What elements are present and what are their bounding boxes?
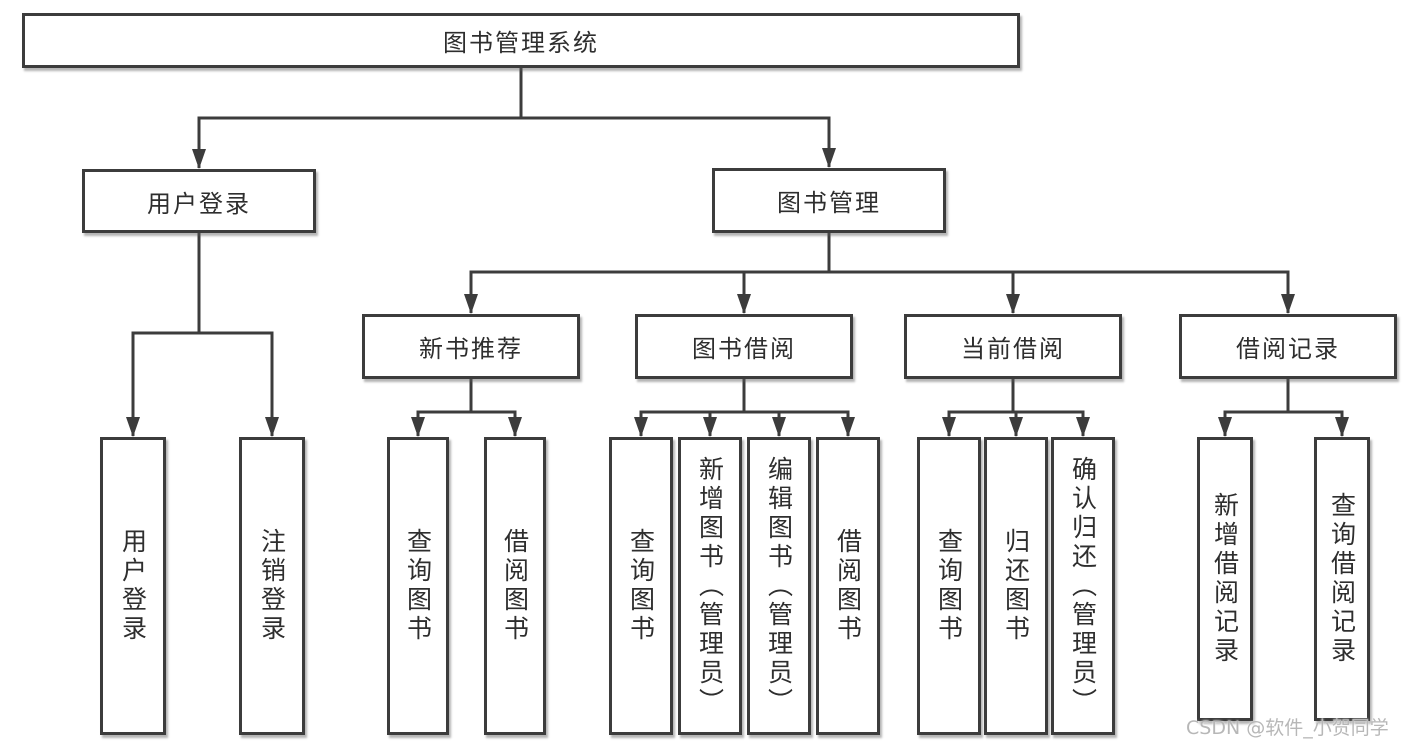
node-book-management-label: 图书管理	[777, 189, 881, 217]
leaf-nbr-query-books-label: 查询图书	[403, 528, 433, 644]
node-new-book-recommend-label: 新书推荐	[419, 335, 523, 363]
node-user-login: 用户登录	[82, 169, 316, 233]
connector-newbook-to-leaves	[411, 378, 522, 437]
connector-borrowing-to-leaves	[634, 378, 855, 437]
leaf-cb-query-books: 查询图书	[917, 437, 981, 735]
leaf-cb-confirm-return-admin: 确认归还（管理员）	[1051, 437, 1115, 735]
node-book-management: 图书管理	[712, 168, 946, 233]
leaf-br-query-record: 查询借阅记录	[1314, 437, 1370, 721]
node-user-login-label: 用户登录	[147, 189, 251, 218]
leaf-bb-query-books: 查询图书	[609, 437, 673, 735]
leaf-bb-borrow-books-label: 借阅图书	[833, 528, 863, 644]
node-current-borrowing: 当前借阅	[904, 314, 1122, 379]
leaf-bb-add-books-admin: 新增图书（管理员）	[678, 437, 742, 735]
node-current-borrowing-label: 当前借阅	[961, 335, 1065, 363]
leaf-user-login: 用户登录	[100, 437, 166, 735]
leaf-bb-borrow-books: 借阅图书	[816, 437, 880, 735]
node-borrow-records: 借阅记录	[1179, 314, 1397, 379]
node-book-borrowing: 图书借阅	[635, 314, 853, 379]
node-book-borrowing-label: 图书借阅	[692, 335, 796, 363]
connector-records-to-leaves	[1218, 378, 1349, 437]
leaf-bb-add-books-admin-label: 新增图书（管理员）	[695, 455, 725, 717]
leaf-br-add-record: 新增借阅记录	[1197, 437, 1253, 721]
leaf-cb-confirm-return-admin-label: 确认归还（管理员）	[1068, 455, 1098, 717]
node-root-label: 图书管理系统	[443, 29, 599, 57]
leaf-logout-label: 注销登录	[257, 528, 287, 644]
leaf-bb-query-books-label: 查询图书	[626, 528, 656, 644]
leaf-cb-return-books-label: 归还图书	[1001, 528, 1031, 644]
node-borrow-records-label: 借阅记录	[1236, 335, 1340, 363]
connector-userlogin-to-leaves	[126, 232, 279, 437]
csdn-watermark: CSDN @软件_小贺同学	[1186, 717, 1389, 739]
connector-bookmgmt-to-level3	[464, 232, 1295, 314]
leaf-nbr-borrow-books-label: 借阅图书	[500, 528, 530, 644]
node-root: 图书管理系统	[22, 13, 1020, 68]
leaf-nbr-query-books: 查询图书	[387, 437, 449, 735]
node-new-book-recommend: 新书推荐	[362, 314, 580, 379]
leaf-cb-return-books: 归还图书	[984, 437, 1048, 735]
leaf-user-login-label: 用户登录	[118, 528, 148, 644]
leaf-br-add-record-label: 新增借阅记录	[1210, 492, 1240, 666]
leaf-cb-query-books-label: 查询图书	[934, 528, 964, 644]
leaf-nbr-borrow-books: 借阅图书	[484, 437, 546, 735]
connector-current-to-leaves	[942, 378, 1090, 437]
leaf-logout: 注销登录	[239, 437, 305, 735]
connector-root-to-level2	[192, 67, 836, 169]
leaf-bb-edit-books-admin: 编辑图书（管理员）	[747, 437, 811, 735]
leaf-bb-edit-books-admin-label: 编辑图书（管理员）	[764, 455, 794, 717]
leaf-br-query-record-label: 查询借阅记录	[1327, 492, 1357, 666]
